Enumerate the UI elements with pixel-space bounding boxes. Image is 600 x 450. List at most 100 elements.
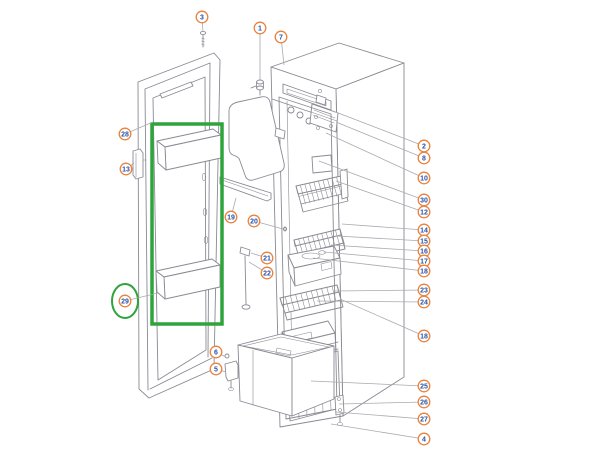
callout-24[interactable]: 24 (316, 295, 431, 309)
leader-line (339, 298, 425, 337)
callout-balloon[interactable] (417, 151, 431, 165)
callout-number: 30 (420, 197, 428, 204)
callout-8[interactable]: 8 (335, 121, 431, 165)
callout-number: 23 (420, 287, 428, 294)
callout-22[interactable]: 22 (248, 261, 274, 280)
callout-balloon[interactable] (195, 10, 209, 24)
callout-19[interactable]: 19 (224, 197, 238, 224)
callout-number: 5 (214, 366, 218, 373)
callout-18[interactable]: 18 (339, 298, 431, 343)
bottom-hinge (334, 394, 345, 426)
callout-balloon[interactable] (260, 266, 274, 280)
callout-balloon[interactable] (274, 30, 288, 44)
callout-balloon[interactable] (253, 21, 267, 35)
callout-number: 17 (420, 258, 428, 265)
callout-26[interactable]: 26 (338, 395, 431, 409)
leader-line (341, 223, 425, 231)
callout-balloon[interactable] (247, 214, 261, 228)
callout-balloon[interactable] (417, 412, 431, 426)
selection-highlight-ellipse (111, 283, 139, 319)
callout-balloon[interactable] (417, 379, 431, 393)
screw-small (282, 225, 288, 233)
callout-23[interactable]: 23 (333, 283, 431, 297)
door-vent-slot (159, 81, 194, 99)
callout-number: 10 (420, 175, 428, 182)
leader-line (333, 289, 425, 292)
callout-layer: 3172813291920212265281030121415161718232… (118, 10, 431, 446)
callout-number: 3 (200, 14, 204, 21)
screw-top (199, 30, 207, 48)
highlight-layer (111, 122, 224, 326)
callout-14[interactable]: 14 (341, 223, 431, 237)
callout-balloon[interactable] (417, 264, 431, 278)
callout-12[interactable]: 12 (335, 180, 431, 219)
callout-25[interactable]: 25 (310, 379, 431, 393)
callout-number: 18 (420, 268, 428, 275)
callout-27[interactable]: 27 (335, 411, 431, 426)
callout-number: 21 (263, 255, 271, 262)
callout-balloon[interactable] (224, 210, 238, 224)
callout-number: 29 (121, 298, 129, 305)
callout-balloon[interactable] (209, 345, 223, 359)
leader-line (336, 235, 425, 242)
leader-line (335, 411, 425, 420)
callout-number: 28 (121, 131, 129, 138)
leader-line (338, 401, 425, 405)
callout-4[interactable]: 4 (330, 423, 431, 446)
callout-number: 4 (422, 436, 426, 443)
callout-16[interactable]: 16 (330, 244, 431, 258)
callout-number: 1 (258, 25, 262, 32)
callout-number: 7 (279, 34, 283, 41)
leader-line (318, 160, 425, 201)
callout-20[interactable]: 20 (247, 214, 284, 230)
hinge-pin (250, 79, 264, 96)
callout-balloon[interactable] (417, 395, 431, 409)
callout-3[interactable]: 3 (195, 10, 209, 33)
callout-number: 27 (420, 416, 428, 423)
callout-balloon[interactable] (209, 362, 223, 376)
callout-29[interactable]: 29 (118, 292, 159, 308)
callout-balloon[interactable] (417, 329, 431, 343)
callout-28[interactable]: 28 (118, 121, 154, 141)
callout-balloon[interactable] (119, 162, 133, 176)
chiller-tray (287, 245, 342, 287)
door-bin-upper (156, 128, 222, 171)
callout-21[interactable]: 21 (250, 251, 274, 265)
callout-number: 14 (420, 227, 428, 234)
callout-balloon[interactable] (118, 294, 132, 308)
leader-line (312, 257, 425, 272)
callout-7[interactable]: 7 (274, 30, 288, 66)
door-side-clip (132, 148, 147, 180)
wire-shelf-2 (293, 228, 346, 261)
callout-number: 24 (420, 299, 428, 306)
callout-balloon[interactable] (260, 251, 274, 265)
leader-line (310, 380, 425, 387)
callout-number: 15 (420, 238, 428, 245)
callout-number: 22 (263, 270, 271, 277)
callout-number: 25 (420, 383, 428, 390)
callout-13[interactable]: 13 (119, 162, 135, 176)
shelf-bar (219, 176, 272, 202)
leader-line (332, 110, 425, 147)
callout-balloon[interactable] (118, 127, 132, 141)
callout-18[interactable]: 18 (312, 257, 431, 278)
callout-6[interactable]: 6 (209, 345, 227, 359)
callout-2[interactable]: 2 (332, 110, 431, 153)
callout-10[interactable]: 10 (325, 132, 431, 185)
callout-5[interactable]: 5 (209, 362, 227, 376)
callout-balloon[interactable] (417, 432, 431, 446)
callout-balloon[interactable] (417, 171, 431, 185)
callout-number: 8 (422, 155, 426, 162)
leader-line (335, 121, 425, 159)
callout-number: 26 (420, 399, 428, 406)
selection-highlight-rect (150, 122, 224, 326)
door-bin-lower (155, 258, 221, 300)
lower-door-hinge (224, 353, 239, 391)
callout-balloon[interactable] (417, 295, 431, 309)
leader-line (330, 244, 425, 252)
leader-line (325, 132, 425, 179)
callout-balloon[interactable] (417, 205, 431, 219)
callout-1[interactable]: 1 (253, 21, 267, 80)
